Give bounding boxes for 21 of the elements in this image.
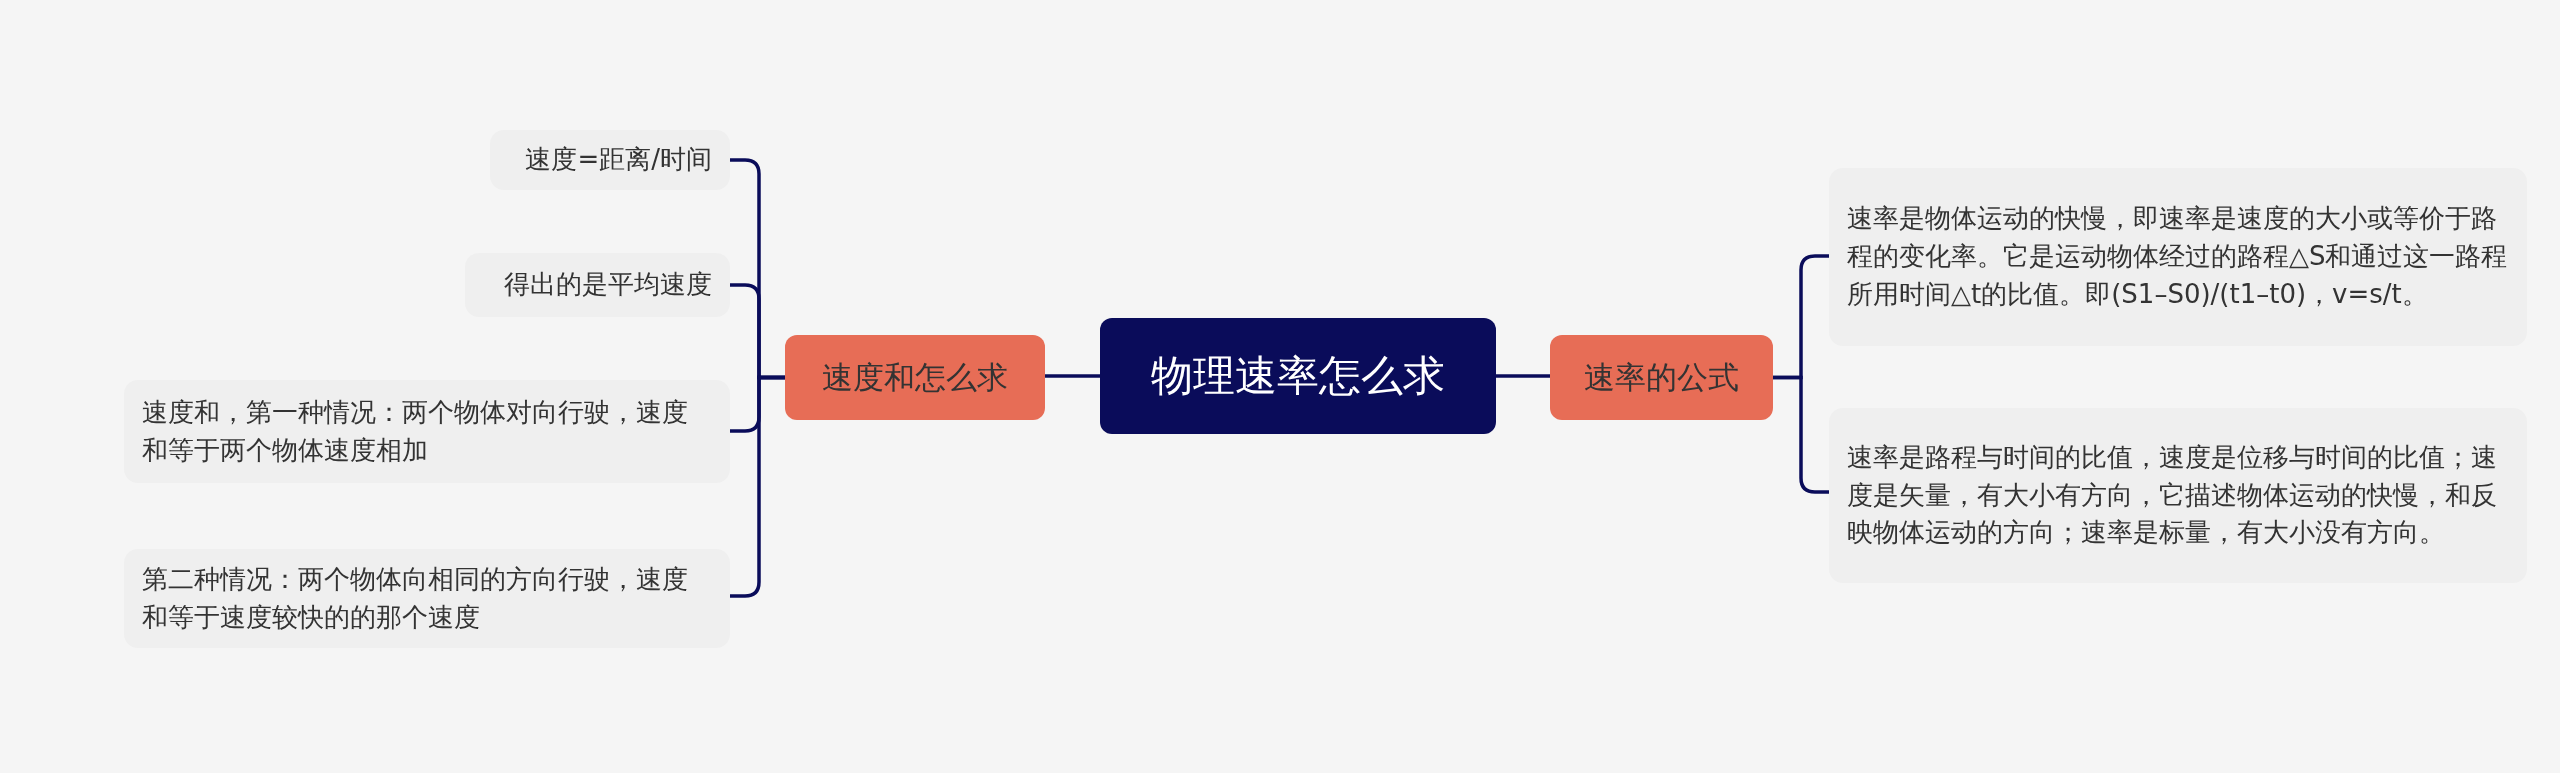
topic-text: 速率的公式 bbox=[1584, 358, 1739, 398]
connector-line bbox=[1045, 374, 1100, 378]
topic-text: 速率是路程与时间的比值，速度是位移与时间的比值；速度是矢量，有大小有方向，它描述物体运动的快慢，和反映物体运动的方向；速率是标量，有大小没有方向。 bbox=[1847, 440, 2498, 550]
topic-text: 速度=距离/时间 bbox=[525, 143, 712, 177]
topic-box bbox=[785, 335, 1045, 420]
connector-line bbox=[1496, 374, 1550, 378]
subtopic-box bbox=[124, 549, 730, 648]
subtopic-box bbox=[1829, 168, 2527, 346]
topic-box bbox=[1550, 335, 1773, 420]
subtopic-box bbox=[1829, 408, 2527, 583]
central-topic-box bbox=[1100, 318, 1496, 434]
subtopic-box bbox=[490, 130, 730, 190]
connector-line bbox=[1773, 375, 1829, 494]
topic-text: 第二种情况：两个物体向相同的方向行驶，速度和等于速度较快的的那个速度 bbox=[142, 562, 689, 634]
topic-text: 物理速率怎么求 bbox=[1151, 349, 1445, 402]
topic-text: 速度和怎么求 bbox=[822, 358, 1008, 398]
subtopic-box bbox=[465, 253, 730, 317]
topic-text: 得出的是平均速度 bbox=[504, 268, 712, 302]
subtopic-box bbox=[124, 380, 730, 483]
topic-text: 速度和，第一种情况：两个物体对向行驶，速度和等于两个物体速度相加 bbox=[142, 395, 689, 467]
topic-text: 速率是物体运动的快慢，即速率是速度的大小或等价于路程的变化率。它是运动物体经过的路程△S和通过这一路程所用时间△t的比值。即(S1–S0)/(t1–t0)，v=s/t。 bbox=[1847, 202, 2509, 311]
